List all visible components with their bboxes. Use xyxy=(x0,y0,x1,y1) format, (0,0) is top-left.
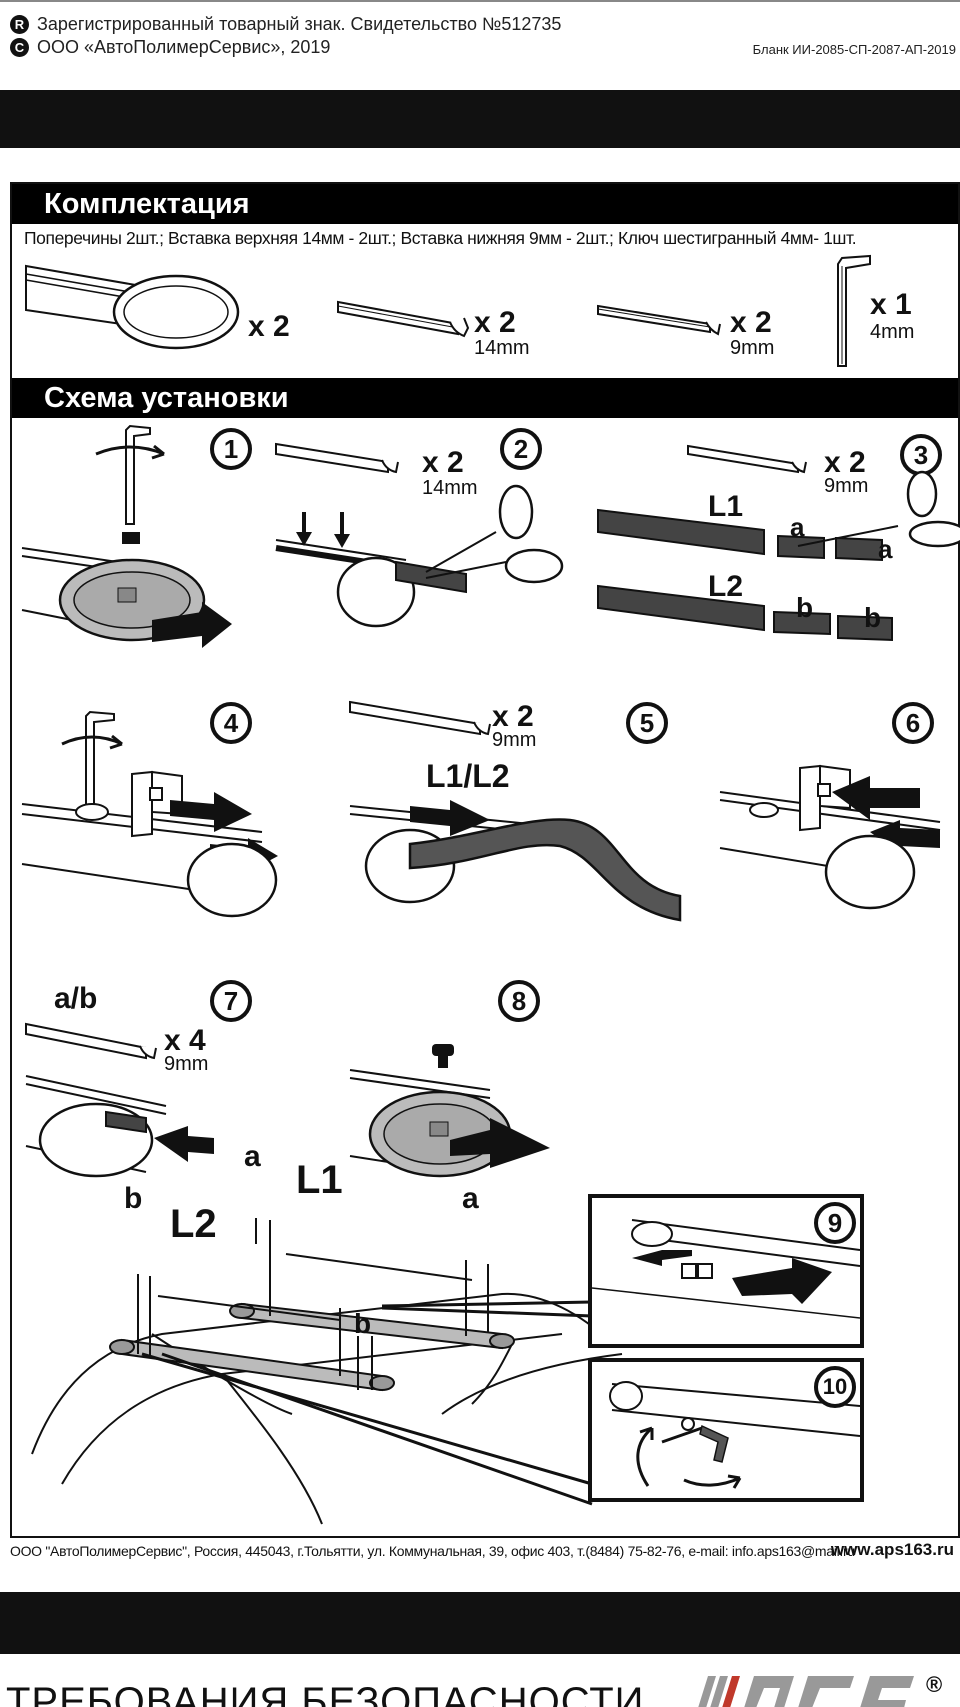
copyright-icon: C xyxy=(10,38,29,57)
kit-section-title: Комплектация xyxy=(12,184,958,224)
step-10-marker: 10 xyxy=(814,1366,856,1408)
step-9-marker: 9 xyxy=(814,1202,856,1244)
page-separator-band xyxy=(0,90,960,148)
step-10-inset: 10 xyxy=(588,1358,864,1502)
crossbar-drawing xyxy=(25,264,240,350)
step-9-drawing xyxy=(592,1219,860,1319)
step-7-drawing xyxy=(25,1022,214,1178)
overview-label-a-left: a xyxy=(244,1140,261,1173)
step-7-qty: x 4 xyxy=(164,1024,206,1057)
copyright-line: C ООО «АвтоПолимерСервис», 2019 xyxy=(10,37,330,58)
kit-item-4-qty: x 1 xyxy=(870,288,912,321)
step-7-ab-label: a/b xyxy=(54,982,98,1015)
trademark-line: R Зарегистрированный товарный знак. Свид… xyxy=(10,14,561,35)
aps-logo-icon: ® xyxy=(698,1672,942,1707)
install-section-title: Схема установки xyxy=(12,378,958,418)
step-3-label-L1: L1 xyxy=(708,490,744,523)
step-5-length-label: L1/L2 xyxy=(426,758,510,794)
footer-address: ООО "АвтоПолимерСервис", Россия, 445043,… xyxy=(10,1543,855,1559)
step-2-size: 14mm xyxy=(422,477,478,499)
car-roof-overview-drawing xyxy=(31,1218,623,1525)
kit-item-2-size: 14mm xyxy=(474,337,530,359)
instruction-sheet: Комплектация Поперечины 2шт.; Вставка ве… xyxy=(10,182,960,1538)
step-1-drawing xyxy=(21,424,232,648)
step-5-marker: 5 xyxy=(626,702,668,744)
hex-key-icon xyxy=(837,254,871,367)
kit-item-1-qty: x 2 xyxy=(248,310,290,343)
kit-item-3-size: 9mm xyxy=(730,337,775,359)
logo-registered-mark: ® xyxy=(926,1672,942,1697)
registered-icon: R xyxy=(10,15,29,34)
lower-insert-drawing xyxy=(597,304,721,336)
step-4-drawing xyxy=(21,710,278,918)
copyright-text: ООО «АвтоПолимерСервис», 2019 xyxy=(37,37,331,57)
step-3-qty: x 2 xyxy=(824,446,866,479)
kit-item-4-size: 4mm xyxy=(870,321,915,343)
step-2-drawing xyxy=(275,442,564,628)
step-1-marker: 1 xyxy=(210,428,252,470)
step-6-marker: 6 xyxy=(892,702,934,744)
step-5-drawing xyxy=(349,700,682,922)
step-3-size: 9mm xyxy=(824,475,869,497)
step-6-drawing xyxy=(719,764,941,910)
step-3-label-b1: b xyxy=(796,592,814,623)
step-4-marker: 4 xyxy=(210,702,252,744)
step-3-label-a2: a xyxy=(878,534,893,564)
step-3-drawing xyxy=(597,444,960,642)
step-7-size: 9mm xyxy=(164,1053,209,1075)
step-2-qty: x 2 xyxy=(422,446,464,479)
step-3-marker: 3 xyxy=(900,434,942,476)
step-2-marker: 2 xyxy=(500,428,542,470)
step-8-drawing xyxy=(349,1044,550,1178)
step-3-label-b2: b xyxy=(864,602,882,633)
overview-label-b-left: b xyxy=(124,1182,143,1215)
step-8-marker: 8 xyxy=(498,980,540,1022)
step-5-qty: x 2 xyxy=(492,700,534,733)
step-3-label-a1: a xyxy=(790,512,805,542)
page-separator-band-bottom xyxy=(0,1592,960,1654)
upper-insert-drawing xyxy=(337,300,470,338)
document-header: R Зарегистрированный товарный знак. Свид… xyxy=(0,0,960,88)
step-3-label-L2: L2 xyxy=(708,570,744,603)
overview-label-b-mid: b xyxy=(354,1308,372,1339)
overview-label-L1: L1 xyxy=(296,1158,343,1202)
step-5-size: 9mm xyxy=(492,729,537,751)
overview-label-a-right: a xyxy=(462,1182,479,1215)
kit-item-2-qty: x 2 xyxy=(474,306,516,339)
footer-website: www.aps163.ru xyxy=(830,1540,954,1559)
step-9-inset: 9 xyxy=(588,1194,864,1348)
kit-item-3-qty: x 2 xyxy=(730,306,772,339)
step-7-marker: 7 xyxy=(210,980,252,1022)
trademark-text: Зарегистрированный товарный знак. Свидет… xyxy=(37,14,562,34)
form-code: Бланк ИИ-2085-СП-2087-АП-2019 xyxy=(752,42,956,57)
kit-contents-text: Поперечины 2шт.; Вставка верхняя 14мм - … xyxy=(24,228,857,248)
overview-label-L2: L2 xyxy=(170,1202,217,1246)
next-page-title: ТРЕБОВАНИЯ БЕЗОПАСНОСТИ xyxy=(6,1680,645,1707)
